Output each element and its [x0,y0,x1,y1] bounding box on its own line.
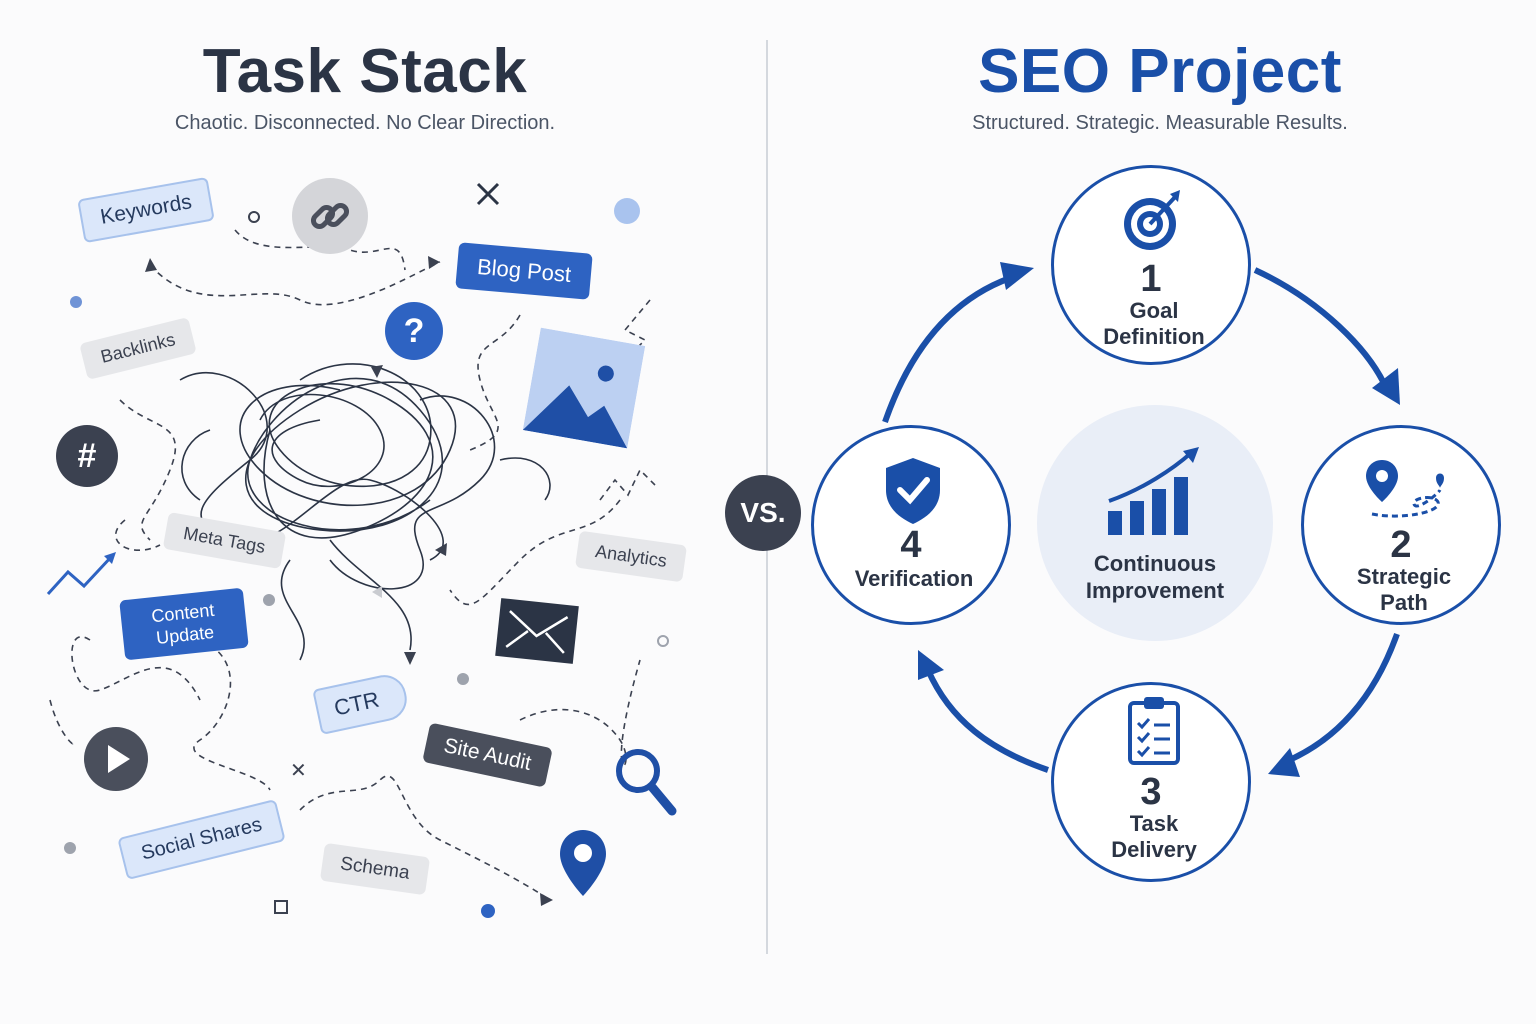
trend-icon [46,548,122,603]
search-icon [612,745,678,822]
small-x-icon: ✕ [290,760,307,782]
step-label: Task Delivery [1111,811,1197,862]
decor-dot [657,635,669,647]
decor-dot [481,904,495,918]
step-goal-definition: 1 Goal Definition [1051,165,1251,365]
target-icon [1124,190,1180,250]
step-task-delivery: 3 Task Delivery [1051,682,1251,882]
step-number: 4 [900,524,922,566]
question-icon: ? [385,302,443,360]
close-icon [474,180,502,213]
decor-dot [64,842,76,854]
seo-project-subtitle: Structured. Strategic. Measurable Result… [972,112,1348,134]
decor-dot [263,594,275,606]
decor-dot [248,211,260,223]
shield-check-icon [886,458,940,524]
step-label: Verification [854,566,974,591]
step-number: 3 [1140,771,1162,813]
continuous-improvement-hub: Continuous Improvement [1037,405,1273,641]
decor-dot [614,198,640,224]
decor-dot [457,673,469,685]
step-label: Goal Definition [1103,298,1205,349]
route-pin-icon [1366,460,1444,518]
step-number: 1 [1140,258,1162,300]
decor-dot [70,296,82,308]
mail-icon [495,598,579,664]
link-icon [292,178,368,254]
task-stack-title: Task Stack [202,37,528,106]
step-verification: 4 Verification [811,425,1011,625]
cycle-arrows [882,262,1400,777]
step-strategic-path: 2 Strategic Path [1301,425,1501,625]
step-number: 2 [1390,524,1412,566]
task-stack-subtitle: Chaotic. Disconnected. No Clear Directio… [174,112,556,134]
image-icon [522,327,646,449]
hub-label: Continuous Improvement [1085,551,1225,603]
chaos-scribble [49,229,656,906]
play-icon [84,727,148,791]
clipboard-checklist-icon [1128,697,1180,765]
hashtag-icon: # [56,425,118,487]
seo-project-title: SEO Project [978,37,1342,106]
step-label: Strategic Path [1356,564,1452,615]
growth-chart-icon [1108,447,1199,535]
location-pin-icon [558,828,608,903]
vs-badge: VS. [725,475,801,551]
square-icon [274,900,288,914]
